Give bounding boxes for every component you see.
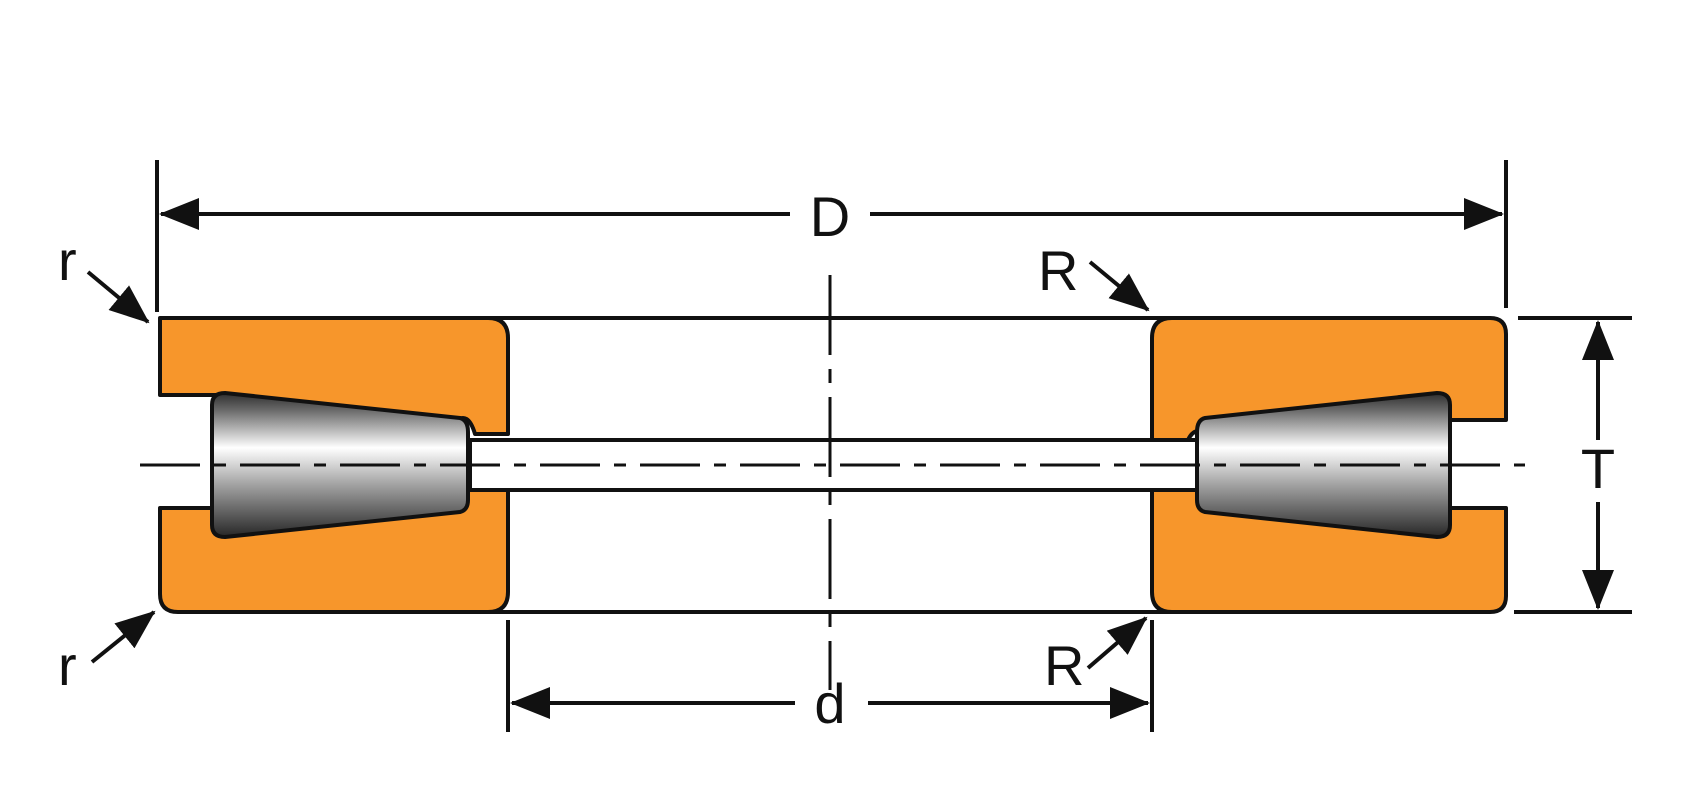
- r-bottom-left-arrow: [90, 610, 156, 664]
- label-R-bottom-right: R: [1044, 634, 1084, 697]
- label-d: d: [814, 672, 845, 735]
- label-D: D: [810, 185, 850, 248]
- R-bottom-right-arrow: [1086, 616, 1148, 670]
- label-r-bottom-left: r: [58, 634, 77, 697]
- r-top-left-arrow: [86, 270, 150, 324]
- R-top-right-arrow: [1088, 260, 1150, 312]
- label-R-top-right: R: [1038, 239, 1078, 302]
- label-T: T: [1581, 437, 1615, 500]
- label-r-top-left: r: [58, 229, 77, 292]
